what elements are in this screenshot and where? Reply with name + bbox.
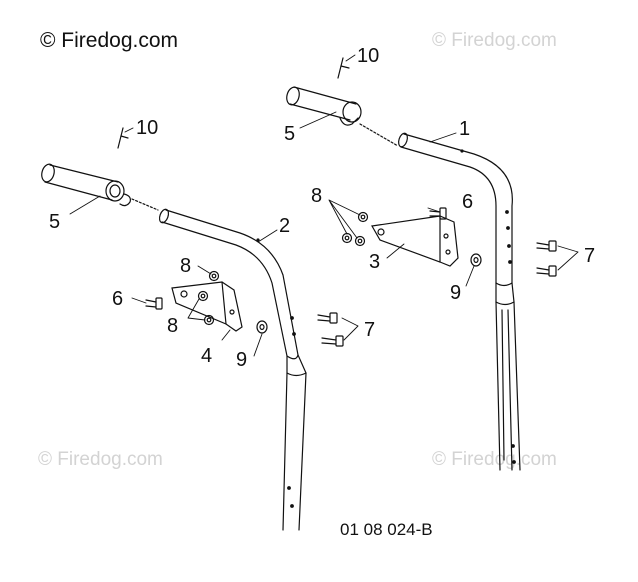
callout-9-washer-left: 9 — [236, 349, 247, 371]
callout-5-grip-left: 5 — [49, 211, 60, 233]
callout-labels: 1 2 3 4 5 5 6 6 7 7 8 8 8 9 9 10 10 — [49, 45, 595, 371]
leader-lines — [69, 54, 579, 357]
left-bracket-part — [171, 281, 243, 332]
firedog-watermark-bottom-right: © Firedog.com — [432, 449, 557, 470]
left-cable-tie-part — [117, 127, 129, 149]
firedog-watermark-bottom-left: © Firedog.com — [38, 449, 163, 470]
drawing-reference-number: 01 08 024-B — [340, 520, 433, 539]
right-grip-part — [286, 86, 399, 147]
firedog-watermark-main: © Firedog.com — [40, 29, 179, 52]
callout-10-tie-right: 10 — [357, 45, 379, 67]
callout-6-bolt-left: 6 — [112, 288, 123, 310]
callout-10-tie-left: 10 — [136, 117, 158, 139]
callout-7-screws-right: 7 — [584, 245, 595, 267]
callout-8-nut-left-mid: 8 — [167, 315, 178, 337]
callout-4-bracket-left: 4 — [201, 345, 212, 367]
callout-3-bracket-right: 3 — [369, 251, 380, 273]
callout-6-bolt-right: 6 — [462, 191, 473, 213]
right-cable-tie-part — [337, 57, 350, 79]
firedog-watermark-top-right: © Firedog.com — [432, 30, 557, 51]
left-handle-part — [158, 208, 307, 531]
right-bracket-part — [371, 215, 459, 267]
callout-2-handle-left: 2 — [279, 215, 290, 237]
callout-5-grip-right: 5 — [284, 123, 295, 145]
left-grip-part — [41, 163, 159, 211]
left-fasteners — [145, 270, 344, 347]
callout-9-washer-right: 9 — [450, 282, 461, 304]
callout-8-nut-left-top: 8 — [180, 255, 191, 277]
callout-1-handle-right: 1 — [459, 118, 470, 140]
callout-7-screws-left: 7 — [364, 319, 375, 341]
callout-8-nuts-right: 8 — [311, 185, 322, 207]
right-handle-part — [398, 132, 521, 471]
